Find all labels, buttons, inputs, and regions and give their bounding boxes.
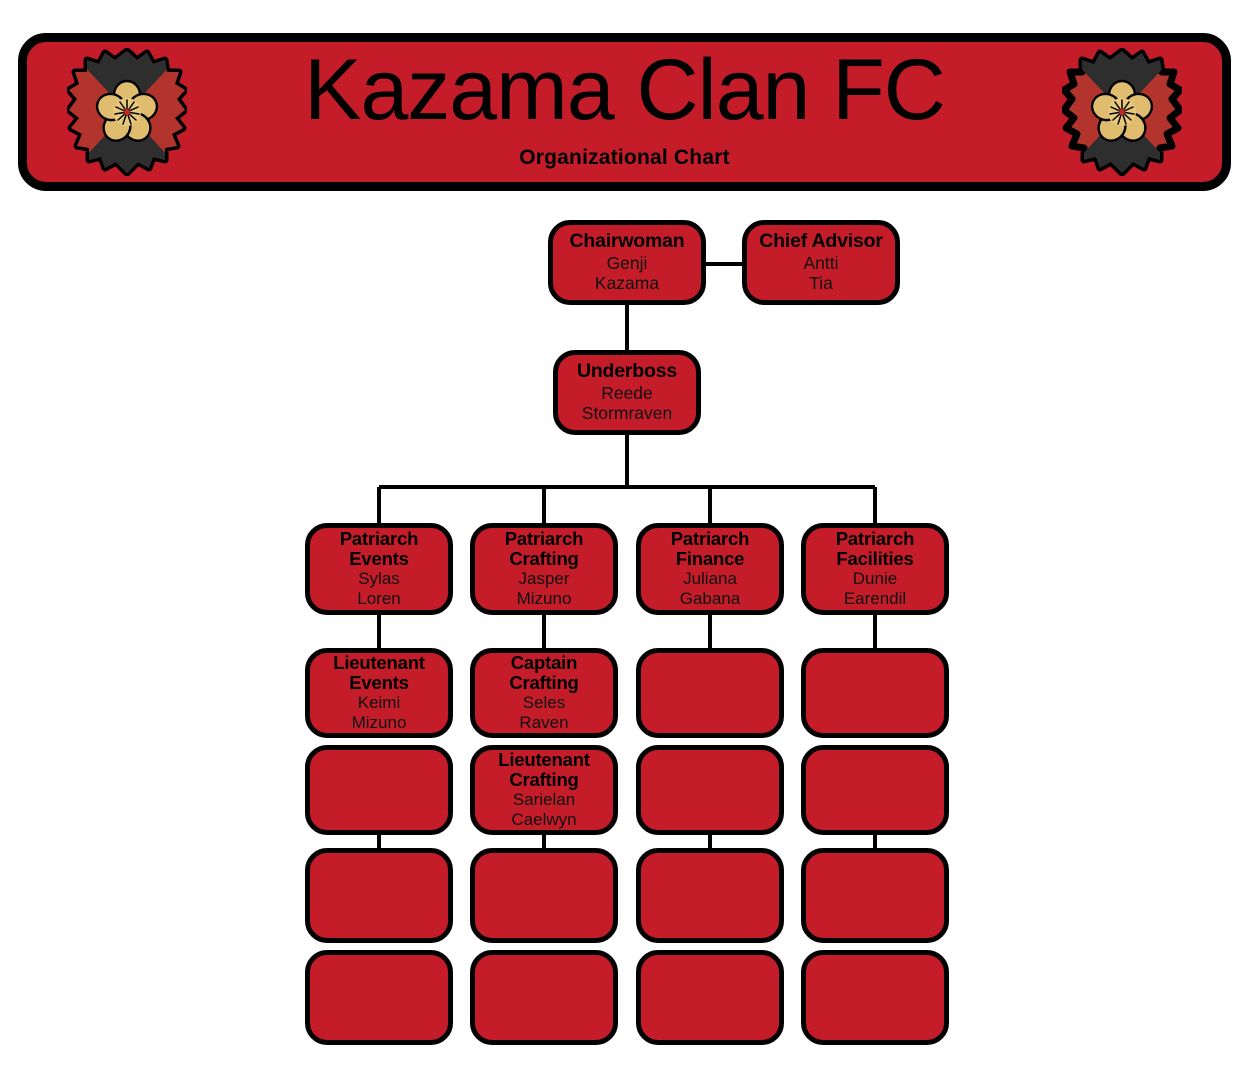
node-first-name: Reede xyxy=(601,382,653,403)
node-first-name: Antti xyxy=(803,252,839,273)
node-role-line1: Lieutenant xyxy=(498,748,590,770)
node-role-line2: Crafting xyxy=(509,769,579,791)
node-empty-r4c4[interactable] xyxy=(801,745,949,835)
node-empty-r3c4[interactable] xyxy=(801,648,949,738)
node-lieutenant-crafting[interactable]: Lieutenant Crafting Sarielan Caelwyn xyxy=(470,745,618,835)
node-role: Chief Advisor xyxy=(759,230,883,253)
node-last-name: Raven xyxy=(519,713,569,733)
node-last-name: Loren xyxy=(357,589,401,609)
node-empty-r3c3[interactable] xyxy=(636,648,784,738)
node-last-name: Mizuno xyxy=(351,713,407,733)
node-first-name: Genji xyxy=(606,252,648,273)
node-chief-advisor[interactable]: Chief Advisor Antti Tia xyxy=(742,220,900,305)
node-last-name: Earendil xyxy=(843,589,907,609)
node-empty-r6c1[interactable] xyxy=(305,950,453,1045)
node-role-line1: Patriarch xyxy=(339,527,419,549)
node-role-line2: Finance xyxy=(675,548,745,570)
node-role-line2: Facilities xyxy=(836,548,914,570)
node-role-line2: Crafting xyxy=(509,672,579,694)
node-role-line1: Captain xyxy=(510,651,578,673)
node-role-line1: Patriarch xyxy=(835,527,915,549)
node-first-name: Seles xyxy=(522,693,566,713)
node-last-name: Caelwyn xyxy=(511,810,577,830)
node-empty-r5c3[interactable] xyxy=(636,848,784,943)
node-first-name: Dunie xyxy=(852,569,898,589)
node-role: Underboss xyxy=(576,360,678,383)
node-empty-r5c4[interactable] xyxy=(801,848,949,943)
node-empty-r6c3[interactable] xyxy=(636,950,784,1045)
node-first-name: Keimi xyxy=(357,693,401,713)
node-last-name: Tia xyxy=(809,273,833,294)
node-chairwoman[interactable]: Chairwoman Genji Kazama xyxy=(548,220,706,305)
node-first-name: Sylas xyxy=(358,569,400,589)
node-patriarch-finance[interactable]: Patriarch Finance Juliana Gabana xyxy=(636,523,784,615)
node-role-line2: Events xyxy=(349,548,409,570)
node-role-line1: Lieutenant xyxy=(333,651,425,673)
node-last-name: Stormraven xyxy=(581,403,673,424)
kazama-clan-crest-left-icon xyxy=(67,48,187,176)
node-first-name: Jasper xyxy=(518,569,570,589)
node-role-line2: Events xyxy=(349,672,409,694)
node-patriarch-crafting[interactable]: Patriarch Crafting Jasper Mizuno xyxy=(470,523,618,615)
node-patriarch-facilities[interactable]: Patriarch Facilities Dunie Earendil xyxy=(801,523,949,615)
node-last-name: Kazama xyxy=(594,273,660,294)
node-empty-r6c4[interactable] xyxy=(801,950,949,1045)
node-last-name: Mizuno xyxy=(516,589,572,609)
node-role-line1: Patriarch xyxy=(670,527,750,549)
node-role: Chairwoman xyxy=(569,230,685,253)
node-captain-crafting[interactable]: Captain Crafting Seles Raven xyxy=(470,648,618,738)
node-empty-r5c2[interactable] xyxy=(470,848,618,943)
node-patriarch-events[interactable]: Patriarch Events Sylas Loren xyxy=(305,523,453,615)
node-empty-r6c2[interactable] xyxy=(470,950,618,1045)
node-role-line1: Patriarch xyxy=(504,527,584,549)
node-underboss[interactable]: Underboss Reede Stormraven xyxy=(553,350,701,435)
node-last-name: Gabana xyxy=(679,589,741,609)
node-lieutenant-events[interactable]: Lieutenant Events Keimi Mizuno xyxy=(305,648,453,738)
kazama-clan-crest-right-icon xyxy=(1062,48,1182,176)
node-first-name: Juliana xyxy=(683,569,737,589)
node-empty-r5c1[interactable] xyxy=(305,848,453,943)
node-empty-r4c1[interactable] xyxy=(305,745,453,835)
node-first-name: Sarielan xyxy=(512,790,576,810)
node-empty-r4c3[interactable] xyxy=(636,745,784,835)
node-role-line2: Crafting xyxy=(509,548,579,570)
